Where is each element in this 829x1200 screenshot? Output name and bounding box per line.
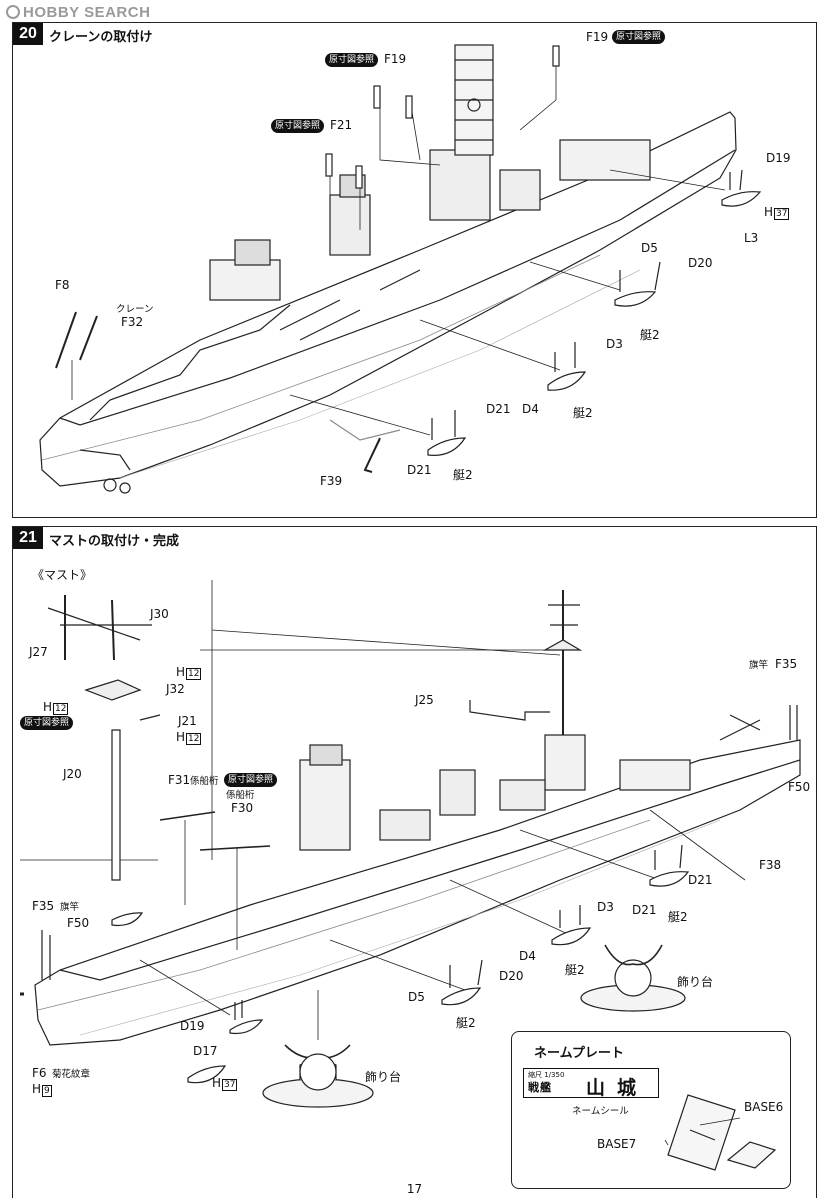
nameplate-section [511,1031,791,1189]
nameplate-scale: 縮尺 1/350 [528,1071,565,1079]
label-keisenko-2: 係船桁 [226,790,255,801]
label-tei-a: 艇2 [640,328,660,342]
nameplate-sticker: 縮尺 1/350 戦艦 山城 [523,1068,659,1099]
label-hatazao-1: 旗竿 [749,660,769,671]
label-kazaridai-1: 飾り台 [677,975,714,989]
label-crane: クレーン [116,304,154,315]
label-f32: F32 [121,315,144,329]
label-d17: D17 [193,1044,218,1058]
label-f6: F6 [32,1066,47,1080]
label-f50-right: F50 [788,780,811,794]
label-mast-title: 《マスト》 [32,568,93,582]
watermark-logo-icon [6,5,20,19]
step-21-title: マストの取付け・完成 [49,534,180,549]
watermark-text: HOBBY SEARCH [23,3,151,21]
note-gensun-3: 原寸図参照 [271,119,325,133]
label-j25: J25 [415,693,434,707]
label-f31: F31 [168,773,191,787]
nameplate-ship-name: 山城 [586,1077,649,1099]
label-d21-b: D21 [407,463,432,477]
step-20-title: クレーンの取付け [49,30,153,45]
label-f8: F8 [55,278,70,292]
label-f21: F21 [330,118,353,132]
label-kikamon: 菊花紋章 [52,1069,91,1080]
label-f50-left: F50 [67,916,90,930]
label-tei-d: 艇2 [668,910,688,924]
watermark: HOBBY SEARCH [6,2,150,22]
label-f19-mid: F19 [384,52,407,66]
step-21-number: 21 [13,527,43,549]
label-d3: D3 [597,900,614,914]
label-j30: J30 [150,607,169,621]
label-d4: D4 [519,949,536,963]
note-gensun-mast: 原寸図参照 [20,716,74,730]
label-f35-right: F35 [775,657,798,671]
label-f35-left: F35 [32,899,55,913]
label-d19: D19 [766,151,791,165]
label-d21-a: D21 [486,402,511,416]
label-d20: D20 [688,256,713,270]
label-keisenko-1: 係船桁 [190,776,219,787]
step-20-number: 20 [13,23,43,45]
label-tei-e: 艇2 [565,963,585,977]
nameplate-ship-type: 戦艦 [528,1081,552,1094]
label-j27: J27 [29,645,48,659]
page-number: 17 [406,1182,423,1196]
note-gensun-2: 原寸図参照 [325,53,379,67]
label-d5: D5 [408,990,425,1004]
label-f38: F38 [759,858,782,872]
label-f30: F30 [231,801,254,815]
label-j20: J20 [63,767,82,781]
label-d21-c: D21 [688,873,713,887]
label-d20: D20 [499,969,524,983]
label-tei-f: 艇2 [456,1016,476,1030]
label-j32: J32 [166,682,185,696]
label-base7: BASE7 [597,1137,637,1151]
note-gensun-1: 原寸図参照 [612,30,666,44]
label-j21: J21 [178,714,197,728]
label-f39: F39 [320,474,343,488]
label-tei-c: 艇2 [453,468,473,482]
label-base6: BASE6 [744,1100,784,1114]
label-d21-d: D21 [632,903,657,917]
label-name-seal: ネームシール [572,1106,629,1117]
label-d4: D4 [522,402,539,416]
label-l3: L3 [744,231,759,245]
note-gensun-4: 原寸図参照 [224,773,278,787]
label-hatazao-2: 旗竿 [60,902,80,913]
label-tei-b: 艇2 [573,406,593,420]
label-f19-top: F19 [586,30,609,44]
label-kazaridai-2: 飾り台 [365,1070,402,1084]
label-d19: D19 [180,1019,205,1033]
label-d5: D5 [641,241,658,255]
nameplate-title: ネームプレート [534,1046,624,1061]
label-d3: D3 [606,337,623,351]
